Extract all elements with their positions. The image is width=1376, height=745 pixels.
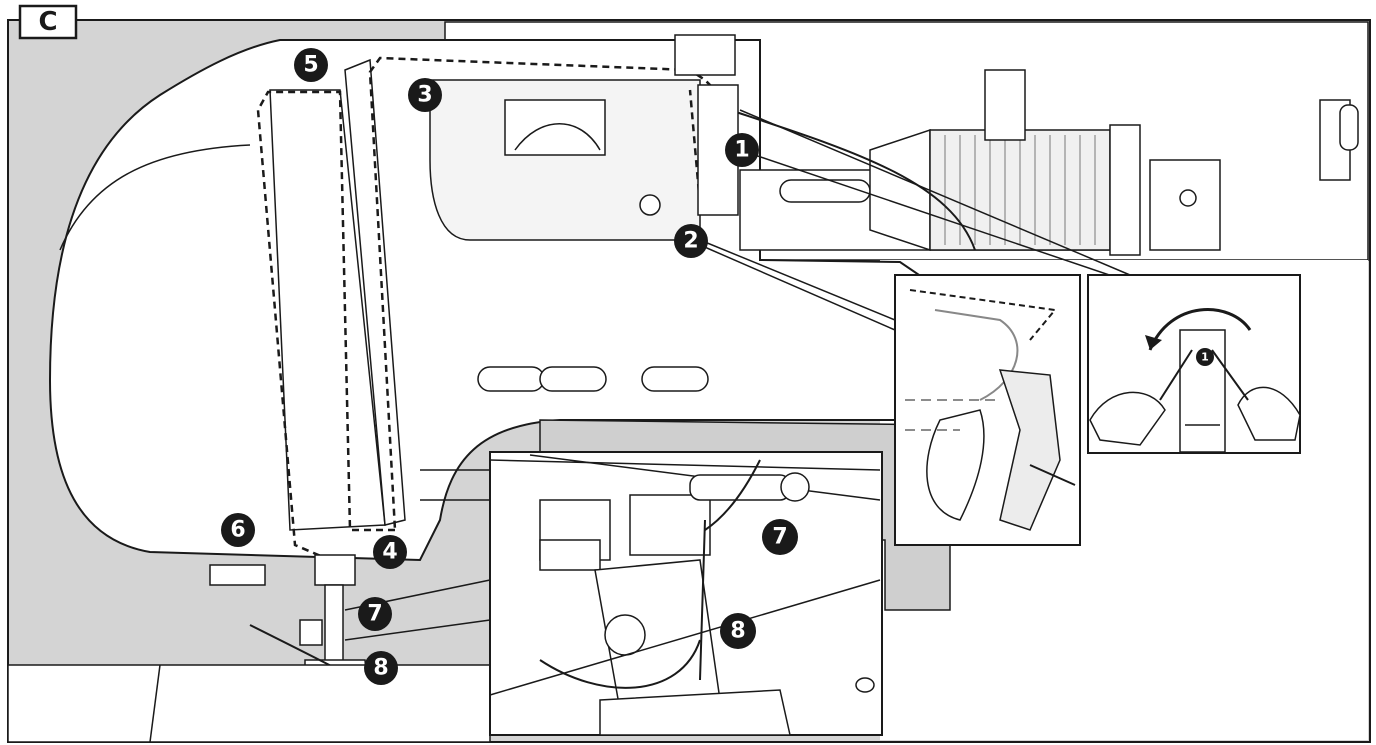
inset-hands-closeup: [1087, 274, 1301, 454]
svg-text:7: 7: [772, 525, 787, 550]
inset-hand-marker-1: 1: [1196, 348, 1214, 366]
take-up-channel-right: [344, 58, 406, 526]
marker-4: 4: [373, 535, 407, 569]
svg-text:2: 2: [683, 229, 698, 254]
marker-1: 1: [725, 133, 759, 167]
marker-7: 7: [358, 597, 392, 631]
inset-guide-closeup: [894, 274, 1081, 546]
bobbin-window: [504, 99, 606, 156]
svg-text:3: 3: [417, 83, 432, 108]
panel-label: C: [18, 4, 78, 40]
inset-marker-7: 7: [762, 519, 798, 555]
machine-bed: [7, 664, 491, 743]
svg-text:4: 4: [382, 540, 397, 565]
marker-3: 3: [408, 78, 442, 112]
bobbin-winder-housing: [429, 79, 701, 241]
svg-text:1: 1: [734, 138, 749, 163]
inset-marker-8: 8: [720, 613, 756, 649]
svg-text:1: 1: [1201, 351, 1209, 364]
marker-8: 8: [364, 651, 398, 685]
front-cover-edge: [59, 144, 251, 251]
svg-text:6: 6: [230, 518, 245, 543]
svg-text:5: 5: [303, 53, 318, 78]
svg-text:C: C: [38, 7, 57, 37]
svg-text:8: 8: [730, 619, 745, 644]
marker-5: 5: [294, 48, 328, 82]
thread-spool: [869, 124, 1141, 256]
marker-2: 2: [674, 224, 708, 258]
marker-6: 6: [221, 513, 255, 547]
spool-pin: [1319, 99, 1359, 181]
inset-needle-closeup: [489, 451, 883, 736]
threading-path: [256, 56, 721, 562]
vent-slots: [477, 366, 709, 392]
svg-text:7: 7: [367, 602, 382, 627]
svg-text:8: 8: [373, 656, 388, 681]
